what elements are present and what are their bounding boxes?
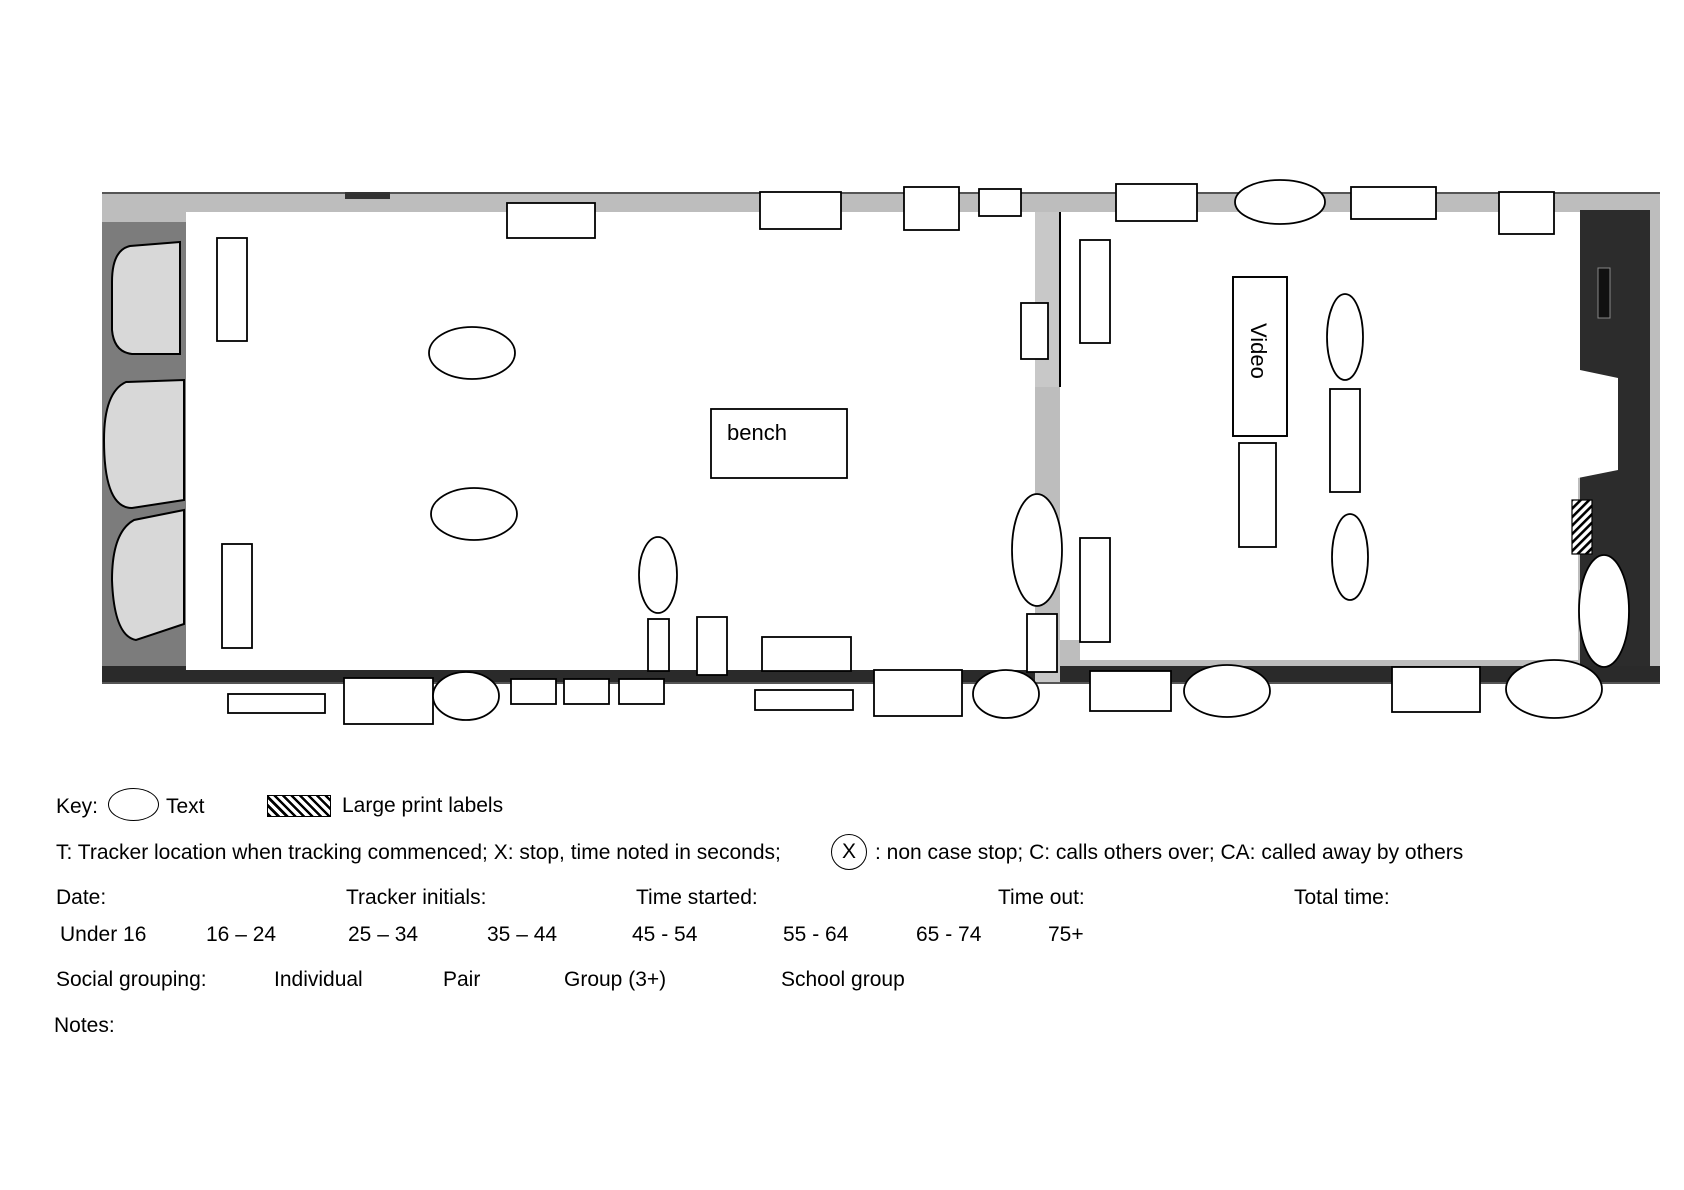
key-text-ellipse-icon (108, 788, 159, 821)
age-option[interactable]: 65 - 74 (916, 923, 982, 946)
legend-part-1: T: Tracker location when tracking commen… (56, 841, 781, 864)
case-rect (1115, 183, 1198, 222)
notes-label: Notes: (54, 1014, 115, 1037)
date-field-label: Date: (56, 886, 107, 909)
age-option[interactable]: 35 – 44 (487, 923, 558, 946)
text-panel (1183, 664, 1271, 718)
total-time-label: Total time: (1294, 886, 1390, 909)
non-case-stop-circle-icon: X (831, 834, 867, 870)
case-rect (1026, 613, 1058, 673)
text-panel (1578, 554, 1630, 668)
bench-label: bench (727, 420, 787, 445)
video-label: Video (1246, 323, 1271, 379)
left-wall-niches (102, 240, 185, 642)
text-panel (638, 536, 678, 614)
case-rect (1079, 239, 1111, 344)
case-rect (1329, 388, 1361, 493)
key-text-label: Text (166, 795, 205, 818)
key-prefix: Key: (56, 795, 99, 818)
case-rect (506, 202, 596, 239)
display-cases (216, 183, 1555, 725)
case-rect (1238, 442, 1277, 548)
text-panel (1331, 513, 1369, 601)
text-panel (428, 326, 516, 380)
large-print-label (1571, 499, 1593, 555)
case-rect (1020, 302, 1049, 360)
case-rect (343, 677, 434, 725)
case-rect (903, 186, 960, 231)
text-panel (1505, 659, 1603, 719)
age-option[interactable]: 55 - 64 (783, 923, 849, 946)
wall-fixture (1597, 267, 1611, 319)
time-started-label: Time started: (636, 886, 758, 909)
age-option[interactable]: 25 – 34 (348, 923, 419, 946)
text-panel (432, 671, 500, 721)
case-rect (227, 693, 326, 714)
social-option-pair[interactable]: Pair (443, 968, 481, 991)
key-hatch-icon (267, 795, 331, 817)
social-option-group[interactable]: Group (3+) (564, 968, 667, 991)
case-rect (754, 689, 854, 711)
case-rect (221, 543, 253, 649)
case-rect (1350, 186, 1437, 220)
text-panel (972, 669, 1040, 719)
age-option[interactable]: 75+ (1048, 923, 1084, 946)
case-rect (216, 237, 248, 342)
time-out-label: Time out: (998, 886, 1085, 909)
left-room-floor (186, 212, 1035, 670)
case-rect (563, 678, 610, 705)
age-option[interactable]: 45 - 54 (632, 923, 698, 946)
text-panel (1011, 493, 1063, 607)
age-option[interactable]: 16 – 24 (206, 923, 277, 946)
social-option-individual[interactable]: Individual (274, 968, 363, 991)
social-option-school-group[interactable]: School group (781, 968, 905, 991)
case-rect (978, 188, 1022, 217)
text-panel (1234, 179, 1326, 225)
key-large-print-label: Large print labels (342, 794, 504, 817)
bench (710, 408, 848, 479)
case-rect (1391, 666, 1481, 713)
text-panel (430, 487, 518, 541)
tracker-initials-label: Tracker initials: (346, 886, 487, 909)
case-rect (510, 678, 557, 705)
case-rect (761, 636, 852, 672)
case-rect (873, 669, 963, 717)
social-grouping-label: Social grouping: (56, 968, 207, 991)
case-rect (759, 191, 842, 230)
case-rect (647, 618, 670, 672)
case-rect (1498, 191, 1555, 235)
case-rect (618, 678, 665, 705)
text-panel (1326, 293, 1364, 381)
case-rect (1089, 670, 1172, 712)
case-rect (696, 616, 728, 676)
case-rect (1079, 537, 1111, 643)
age-option[interactable]: Under 16 (60, 923, 147, 946)
video-case (1232, 276, 1288, 437)
text-panels (428, 179, 1630, 721)
legend-part-2: : non case stop; C: calls others over; C… (875, 841, 1464, 864)
